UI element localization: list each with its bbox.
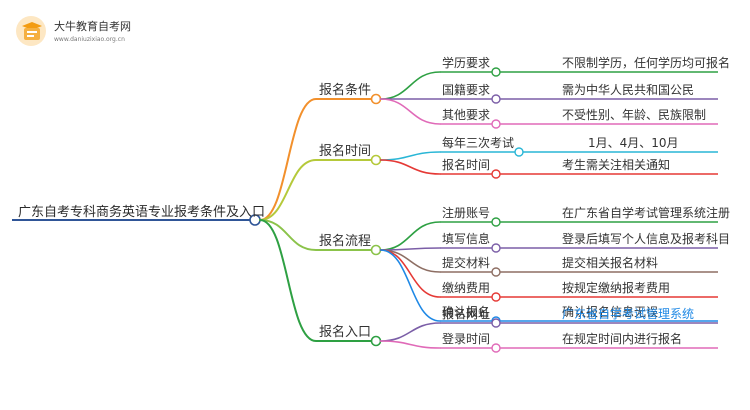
subtopic-label: 登录时间 bbox=[442, 332, 491, 346]
subtopic-label: 确认报名 bbox=[442, 305, 491, 319]
subtopic-value: 确认报名信息无误 bbox=[562, 305, 659, 319]
subtopic-label: 其他要求 bbox=[442, 108, 491, 122]
subtopic-node-circle bbox=[491, 169, 501, 179]
subtopic-value: 不限制学历，任何学历均可报名 bbox=[562, 56, 731, 70]
subtopic-node-circle bbox=[491, 94, 501, 104]
subtopic-value: 在广东省自学考试管理系统注册 bbox=[562, 206, 731, 220]
subtopic-label: 填写信息 bbox=[442, 232, 491, 246]
site-logo: 大牛教育自考网 www.daniuzixiao.org.cn bbox=[14, 14, 174, 48]
root-topic-label: 广东自考专科商务英语专业报考条件及入口 bbox=[18, 205, 266, 220]
subtopic-connector bbox=[379, 98, 441, 125]
subtopic-label: 每年三次考试 bbox=[442, 136, 515, 150]
subtopic-label: 提交材料 bbox=[442, 256, 491, 270]
subtopic-connector bbox=[379, 249, 441, 298]
subtopic-node-circle bbox=[491, 318, 501, 328]
subtopic-value: 考生需关注相关通知 bbox=[562, 158, 671, 172]
subtopic-node-circle bbox=[491, 243, 501, 253]
subtopic-node-circle bbox=[514, 147, 524, 157]
logo-url: www.daniuzixiao.org.cn bbox=[54, 36, 125, 43]
registration-site-link[interactable]: 广东省自学考试管理系统 bbox=[562, 307, 695, 321]
subtopic-connector bbox=[379, 71, 441, 100]
branch-node-circle bbox=[370, 154, 382, 166]
subtopic-node-circle bbox=[491, 267, 501, 277]
subtopic-value: 1月、4月、10月 bbox=[588, 136, 679, 150]
logo-name: 大牛教育自考网 bbox=[54, 20, 131, 33]
branch-connector bbox=[259, 159, 317, 221]
subtopic-value: 需为中华人民共和国公民 bbox=[562, 83, 695, 97]
branch-connector bbox=[259, 219, 317, 251]
branch-label-registration-entry: 报名入口 bbox=[319, 325, 372, 340]
subtopic-connector bbox=[379, 249, 441, 322]
branch-node-circle bbox=[370, 335, 382, 347]
book-logo-icon bbox=[16, 16, 46, 46]
branch-node-circle bbox=[370, 93, 382, 105]
subtopic-value: 按规定缴纳报考费用 bbox=[562, 281, 671, 295]
subtopic-label: 注册账号 bbox=[442, 206, 491, 220]
branch-label-registration-process: 报名流程 bbox=[319, 234, 372, 249]
subtopic-value: 提交相关报名材料 bbox=[562, 256, 659, 270]
subtopic-connector bbox=[379, 322, 441, 342]
branch-label-registration-time: 报名时间 bbox=[319, 144, 372, 159]
branch-node-circle bbox=[370, 244, 382, 256]
subtopic-label: 报名时间 bbox=[442, 158, 491, 172]
branch-label-registration-conditions: 报名条件 bbox=[319, 83, 372, 98]
subtopic-label: 国籍要求 bbox=[442, 83, 491, 97]
subtopic-label: 学历要求 bbox=[442, 56, 491, 70]
subtopic-node-circle bbox=[491, 292, 501, 302]
subtopic-connector bbox=[379, 221, 441, 251]
subtopic-connector bbox=[379, 159, 441, 175]
subtopic-connector bbox=[379, 151, 441, 161]
branch-connector bbox=[259, 98, 317, 221]
subtopic-value: 不受性别、年龄、民族限制 bbox=[562, 108, 707, 122]
subtopic-node-circle bbox=[491, 119, 501, 129]
subtopic-value: 登录后填写个人信息及报考科目 bbox=[562, 232, 731, 246]
subtopic-node-circle bbox=[491, 217, 501, 227]
subtopic-label: 报名网址 bbox=[442, 307, 491, 321]
subtopic-label: 缴纳费用 bbox=[442, 281, 491, 295]
branch-connector bbox=[259, 219, 317, 342]
subtopic-node-circle bbox=[491, 67, 501, 77]
subtopic-value: 在规定时间内进行报名 bbox=[562, 332, 683, 346]
subtopic-node-circle bbox=[491, 343, 501, 353]
subtopic-connector bbox=[379, 340, 441, 349]
